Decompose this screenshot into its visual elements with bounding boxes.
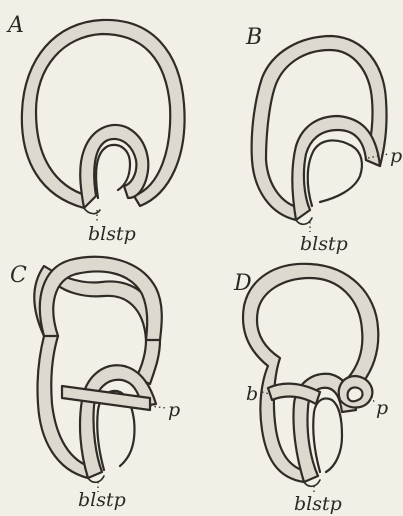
panel-a-blastopore-label: blstp: [88, 223, 136, 245]
panel-c-p-pointer: [150, 406, 166, 408]
panel-d-p-label: p: [376, 397, 388, 419]
panel-d-blastopore-label: blstp: [294, 493, 342, 515]
panel-d-pouch-p-cavity: [348, 387, 363, 401]
panel-b-archenteron: [308, 140, 362, 206]
panel-d-archenteron: [313, 399, 342, 473]
panel-d-b-label: b: [246, 383, 258, 405]
panel-c: C blstp p: [10, 257, 180, 511]
panel-c-letter: C: [10, 263, 27, 288]
panel-b: B blstp p: [245, 25, 402, 255]
panel-d-letter: D: [233, 271, 252, 296]
panel-c-blastopore-label: blstp: [78, 489, 126, 511]
panel-b-p-label: p: [390, 145, 402, 167]
panel-b-letter: B: [245, 25, 262, 50]
panel-b-blastopore-label: blstp: [300, 233, 348, 255]
panel-d-p-pointer: [372, 396, 374, 402]
panel-a: A blstp: [6, 13, 185, 245]
panel-d: D blstp p b: [233, 264, 388, 515]
panel-c-p-label: p: [168, 399, 180, 421]
panel-a-letter: A: [6, 13, 24, 38]
